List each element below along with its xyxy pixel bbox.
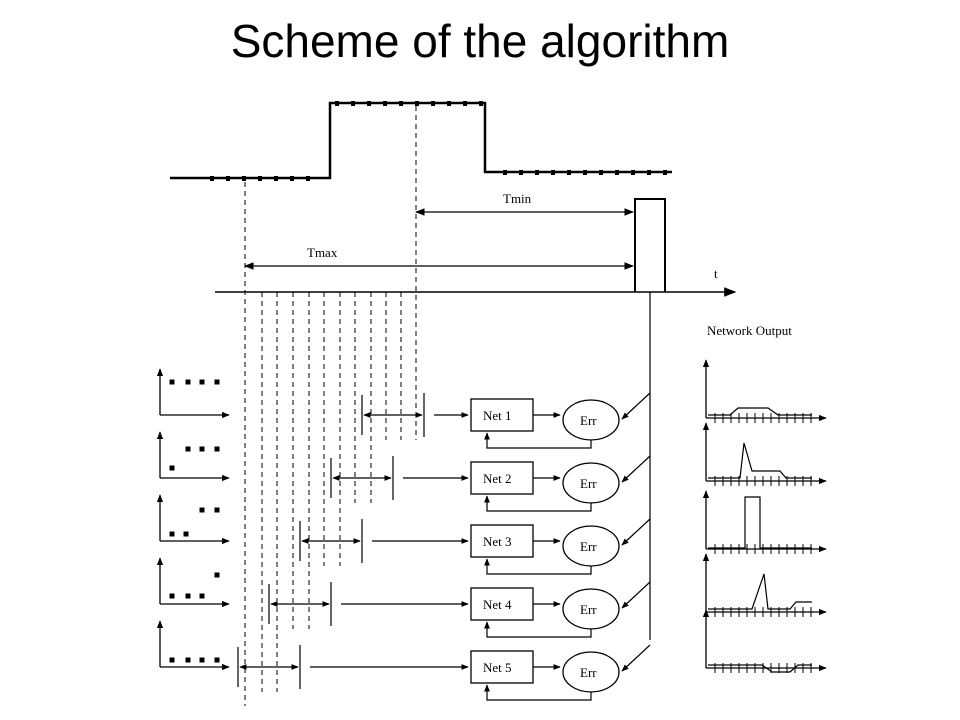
trigger-pulse <box>634 198 666 292</box>
slide-title: Scheme of the algorithm <box>230 15 730 67</box>
target-arrow <box>621 455 651 483</box>
input-sample-dot <box>185 446 191 452</box>
net-label: Net 2 <box>483 471 512 486</box>
input-sample-dot <box>214 446 220 452</box>
signal-sample-dots <box>210 101 667 181</box>
input-sample-dot <box>214 507 220 513</box>
sample-dot <box>306 176 310 181</box>
feedback-loop-arrow <box>484 495 592 512</box>
input-sample-dot <box>199 593 205 599</box>
time-axis-label: t <box>714 266 718 281</box>
target-arrow <box>621 581 651 609</box>
output-curve <box>708 407 812 416</box>
input-sample-dot <box>185 379 191 385</box>
sample-dot <box>535 170 539 175</box>
sample-dot <box>599 170 603 175</box>
sample-dot <box>567 170 571 175</box>
input-sample-dot <box>185 657 191 663</box>
feedback-loop-arrow <box>484 558 592 575</box>
sample-dot <box>383 101 387 106</box>
input-sample-dot <box>169 531 175 537</box>
output-curve <box>708 573 812 610</box>
feedback-loop-arrow <box>484 684 592 701</box>
net-label: Net 3 <box>483 534 512 549</box>
output-curve <box>708 664 812 673</box>
err-label: Err <box>580 539 597 554</box>
sample-dot <box>463 101 467 106</box>
sample-dot <box>615 170 619 175</box>
sample-dot <box>335 101 339 106</box>
sample-dot <box>551 170 555 175</box>
sample-dot <box>663 170 667 175</box>
sample-dot <box>210 176 214 181</box>
sample-dot <box>351 101 355 106</box>
err-label: Err <box>580 665 597 680</box>
input-sample-dot <box>169 465 175 471</box>
input-signal-waveform <box>170 101 672 180</box>
output-curve <box>708 442 812 479</box>
net-label: Net 5 <box>483 660 512 675</box>
err-label: Err <box>580 602 597 617</box>
input-sample-dot <box>214 572 220 578</box>
tmin-label: Tmin <box>503 191 532 206</box>
sample-dot <box>631 170 635 175</box>
tmin-tmax-guides <box>244 106 417 706</box>
output-curve <box>708 496 812 549</box>
err-label: Err <box>580 413 597 428</box>
net-label: Net 1 <box>483 408 512 423</box>
sample-dot <box>258 176 262 181</box>
net-label: Net 4 <box>483 597 512 612</box>
err-label: Err <box>580 476 597 491</box>
input-sample-dot <box>214 379 220 385</box>
sample-dot <box>447 101 451 106</box>
sample-dot <box>367 101 371 106</box>
target-arrow <box>621 518 651 546</box>
sample-dot <box>290 176 294 181</box>
net-box <box>470 650 534 684</box>
input-sample-dot <box>185 593 191 599</box>
sampling-lines <box>261 292 402 692</box>
network-output-charts <box>702 359 827 673</box>
input-sample-dot <box>169 657 175 663</box>
sample-dot <box>274 176 278 181</box>
input-sample-dot <box>199 379 205 385</box>
input-sample-dot <box>214 657 220 663</box>
network-output-label: Network Output <box>707 323 792 338</box>
tmax-label: Tmax <box>307 245 338 260</box>
sample-dot <box>415 101 419 106</box>
target-arrow <box>621 644 651 672</box>
sample-dot <box>583 170 587 175</box>
input-window-charts <box>156 368 230 671</box>
input-sample-dot <box>183 531 189 537</box>
net-box <box>470 524 534 558</box>
sample-dot <box>431 101 435 106</box>
input-sample-dot <box>199 507 205 513</box>
sample-dot <box>226 176 230 181</box>
input-sample-dot <box>169 593 175 599</box>
target-arrow <box>621 392 651 420</box>
sample-dot <box>519 170 523 175</box>
input-sample-dot <box>199 446 205 452</box>
feedback-loop-arrow <box>484 621 592 638</box>
input-sample-dot <box>199 657 205 663</box>
sample-dot <box>242 176 246 181</box>
sample-dot <box>399 101 403 106</box>
sample-dot <box>479 101 483 106</box>
sample-dot <box>503 170 507 175</box>
feedback-loop-arrow <box>484 432 592 449</box>
sample-dot <box>647 170 651 175</box>
input-sample-dot <box>169 379 175 385</box>
